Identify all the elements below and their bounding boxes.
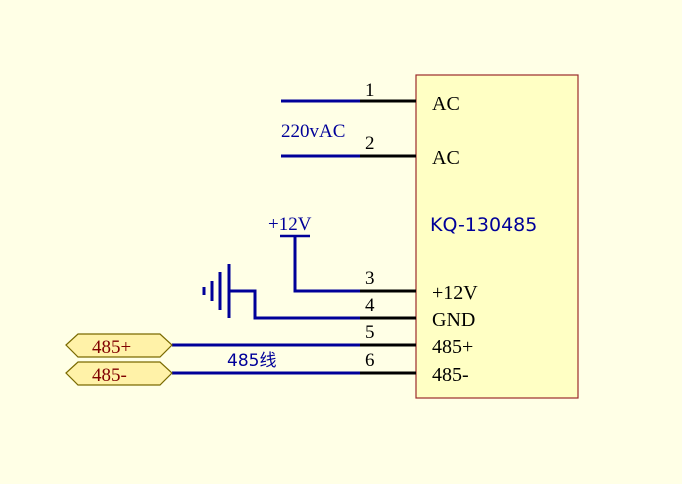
port-label-485-plus: 485+ <box>92 337 131 358</box>
port-485-minus[interactable] <box>65 361 173 386</box>
pin-label-1: AC <box>432 93 460 115</box>
pin-number-3: 3 <box>365 268 375 289</box>
port-485-plus[interactable] <box>65 333 173 358</box>
ac-supply-label: 220vAC <box>281 121 345 142</box>
power-label: +12V <box>268 214 312 235</box>
pin-label-5: 485+ <box>432 336 473 358</box>
pin-number-2: 2 <box>365 133 375 154</box>
pin-label-2: AC <box>432 147 460 169</box>
component-name: KQ-130485 <box>430 214 537 236</box>
pin-label-3: +12V <box>432 282 478 304</box>
ground-wire[interactable] <box>229 289 360 320</box>
pin-label-6: 485- <box>432 364 469 386</box>
pin-number-6: 6 <box>365 350 375 371</box>
pin-number-5: 5 <box>365 322 375 343</box>
component-body[interactable] <box>415 74 579 399</box>
ground-icon <box>202 264 231 318</box>
power-wire[interactable] <box>293 236 360 293</box>
pin-label-4: GND <box>432 309 475 331</box>
pin-number-4: 4 <box>365 295 375 316</box>
pin-number-1: 1 <box>365 80 375 101</box>
bus-label: 485线 <box>227 351 276 371</box>
port-label-485-minus: 485- <box>92 365 127 386</box>
